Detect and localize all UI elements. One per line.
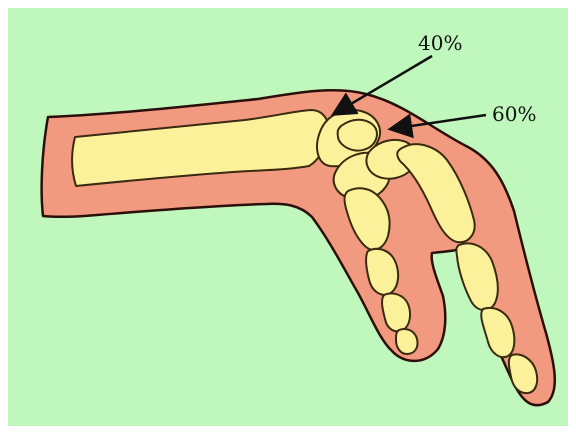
carpal-bone-2 — [338, 120, 377, 151]
label-60-percent: 60% — [492, 104, 536, 124]
phalanx-index-distal — [396, 329, 418, 354]
label-40-percent: 40% — [418, 33, 462, 53]
